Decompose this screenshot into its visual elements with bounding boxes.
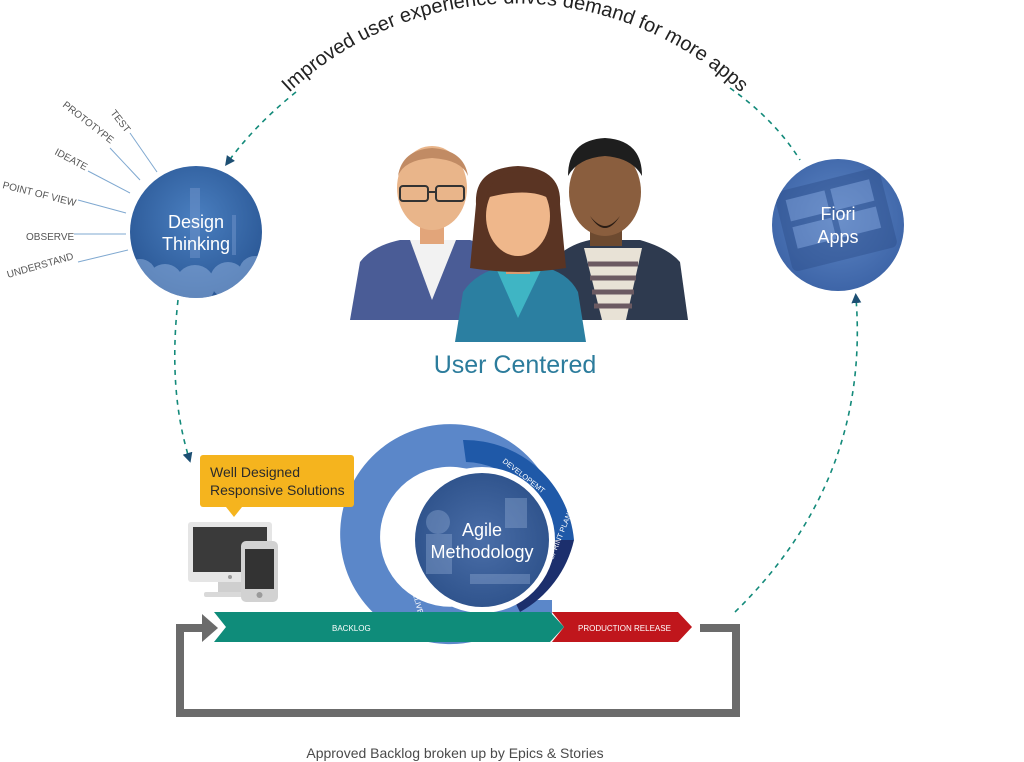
design-thinking-label-line2: Thinking xyxy=(162,234,230,254)
agile-node: Agile Methodology DEVELOPEMT SPRINT PLAN… xyxy=(340,424,580,645)
design-thinking-label-line1: Design xyxy=(168,212,224,232)
production-release-arrow xyxy=(552,612,692,642)
solutions-callout: Well Designed Responsive Solutions xyxy=(200,455,354,517)
user-centered-label: User Centered xyxy=(433,351,597,379)
step-test: TEST xyxy=(108,108,132,135)
user-woman xyxy=(455,166,586,342)
step-prototype: PROTOTYPE xyxy=(60,100,115,147)
callout-line2: Responsive Solutions xyxy=(210,482,345,498)
design-to-solution-connector xyxy=(173,299,193,463)
backlog-label: BACKLOG xyxy=(332,624,371,633)
production-release-label: PRODUCTION RELEASE xyxy=(578,624,671,633)
step-observe: OBSERVE xyxy=(26,232,74,243)
callout-line1: Well Designed xyxy=(210,464,301,480)
arc-top-left-connector xyxy=(225,91,297,167)
fiori-label-line1: Fiori xyxy=(821,204,856,224)
users-illustration xyxy=(350,138,688,342)
release-to-fiori-connector xyxy=(734,293,862,613)
design-thinking-node: Design Thinking xyxy=(130,166,262,298)
fiori-label-line2: Apps xyxy=(817,227,858,247)
top-arc-caption: Improved user experience drives demand f… xyxy=(278,0,753,96)
agile-label-line2: Methodology xyxy=(430,542,533,562)
design-steps-rays xyxy=(74,132,158,263)
arc-top-right-connector xyxy=(729,87,801,161)
agile-label-line1: Agile xyxy=(462,520,502,540)
devices-illustration xyxy=(188,522,278,602)
step-point-of-view: POINT OF VIEW xyxy=(1,180,77,209)
feedback-loop xyxy=(176,624,740,717)
feedback-loop-arrowhead xyxy=(202,614,218,642)
backlog-arrow xyxy=(214,612,564,642)
step-understand: UNDERSTAND xyxy=(6,251,75,281)
user-man-beard xyxy=(545,138,688,320)
step-ideate: IDEATE xyxy=(53,147,90,173)
fiori-apps-node: Fiori Apps xyxy=(772,159,904,291)
footer-caption: Approved Backlog broken up by Epics & St… xyxy=(306,745,604,761)
